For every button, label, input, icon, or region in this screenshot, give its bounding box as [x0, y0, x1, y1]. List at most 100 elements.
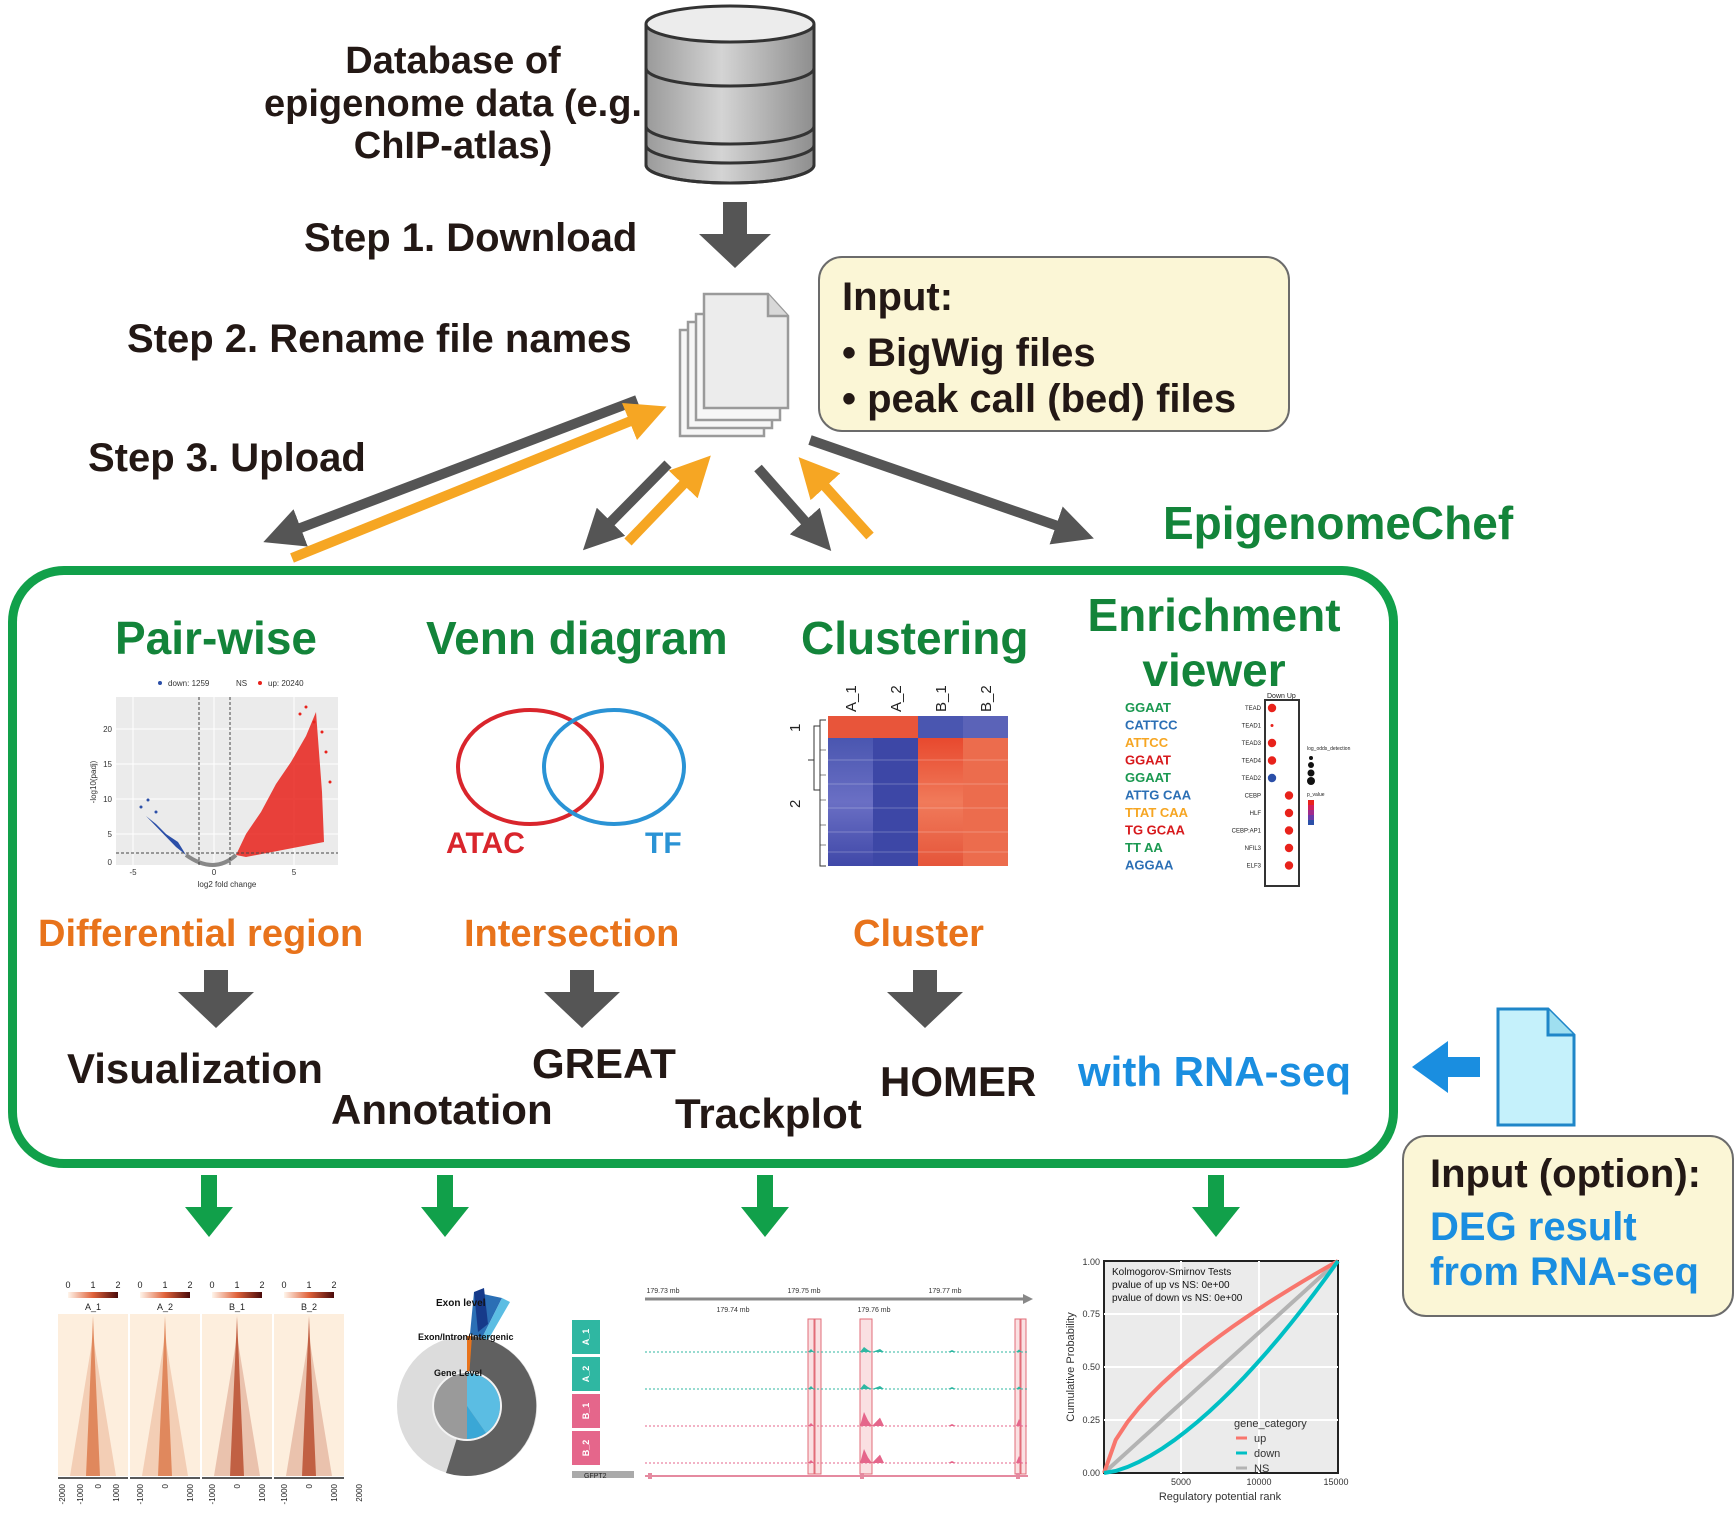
input-box: Input: • BigWig files • peak call (bed) … — [818, 256, 1290, 432]
output-great: GREAT — [532, 1040, 676, 1087]
ks-xtick-5000: 5000 — [1171, 1477, 1191, 1487]
ks-xlabel: Regulatory potential rank — [1159, 1491, 1282, 1503]
venn-label-tf: TF — [645, 827, 682, 860]
heatmap-sample-label: A_1 — [85, 1302, 101, 1312]
enrichment-dot — [1284, 791, 1294, 800]
volcano-plot-thumbnail: down: 1259 NS up: 20240 0 5 10 15 20 -5 … — [89, 679, 338, 889]
track-coord-4: 179.76 mb — [857, 1307, 890, 1314]
volcano-ylabel: -log10(padj) — [89, 760, 98, 803]
enrichment-dot — [1270, 724, 1274, 727]
track-label: A_2 — [581, 1366, 591, 1383]
ks-ytick-2: 0.50 — [1082, 1362, 1100, 1372]
heatmap-col-label-b2: B_2 — [978, 685, 995, 712]
motif-label: HLF — [1250, 811, 1262, 817]
track-label: B_1 — [581, 1403, 591, 1420]
heatmap-xtick: -1000 — [136, 1483, 145, 1504]
module-title-enrichment: Enrichment viewer — [1087, 589, 1341, 697]
step-3-label: Step 3. Upload — [88, 436, 366, 480]
volcano-ytick-5: 5 — [108, 830, 113, 839]
motif-label: CEBP — [1245, 794, 1261, 800]
download-arrow — [699, 202, 771, 268]
heatmap-xtick: 0 — [233, 1483, 242, 1488]
heatmap-scale — [284, 1292, 334, 1298]
track-coord-1: 179.73 mb — [646, 1288, 679, 1295]
ks-ytick-0: 0.00 — [1082, 1468, 1100, 1478]
motif-label: ELF3 — [1247, 864, 1262, 870]
track-coord-3: 179.75 mb — [787, 1288, 820, 1295]
module-title-venn: Venn diagram — [426, 612, 728, 664]
ks-xtick-15000: 15000 — [1323, 1477, 1348, 1487]
heatmap-scale-tick: 1 — [234, 1280, 239, 1290]
pie-label-exon-intron: Exon/Intron/Intergenic — [418, 1332, 514, 1342]
motif-logo: GGAAT — [1125, 753, 1171, 768]
heatmap-col-label-a2: A_2 — [888, 685, 905, 712]
volcano-xtick-5: 5 — [292, 868, 297, 877]
heatmap-scale-tick: 2 — [115, 1280, 120, 1290]
module-title-clustering: Clustering — [801, 612, 1029, 664]
track-signal — [645, 1449, 1028, 1463]
optional-input-text: DEG result from RNA-seq — [1430, 1205, 1699, 1294]
ks-xtick-10000: 10000 — [1246, 1477, 1271, 1487]
epigenomechef-frame — [8, 566, 1398, 1168]
volcano-legend-down: down: 1259 — [168, 679, 210, 688]
pie-label-gene-level: Gene Level — [434, 1368, 482, 1378]
volcano-ytick-10: 10 — [103, 795, 112, 804]
motif-label: TEAD — [1245, 706, 1262, 712]
heatmap-scale-tick: 0 — [137, 1280, 142, 1290]
output-homer: HOMER — [880, 1058, 1037, 1105]
motif-logo: ATTCC — [1125, 735, 1169, 750]
cluster-heatmap-thumbnail: 1 2 A_1 A_2 B_1 B_2 — [787, 685, 1008, 867]
track-coord-5: 179.77 mb — [928, 1288, 961, 1295]
deg-input-arrow-and-file — [1412, 1007, 1576, 1127]
result-label-differential: Differential region — [38, 913, 364, 955]
input-item-bed: • peak call (bed) files — [842, 377, 1237, 421]
enrichment-dot — [1267, 773, 1277, 783]
file-stack-icon — [678, 292, 790, 438]
arrow-cluster-down — [887, 970, 963, 1028]
enrichment-dot — [1267, 738, 1277, 748]
heatmap-xtick: 1000 — [330, 1483, 339, 1501]
heatmap-col-label-b1: B_1 — [933, 685, 950, 712]
heatmap-xtick: 0 — [305, 1483, 314, 1488]
motif-logo: TTAT CAA — [1125, 805, 1189, 820]
motif-logo: AGGAA — [1125, 858, 1174, 873]
heatmap-xtick: 0 — [94, 1483, 103, 1488]
track-signal — [645, 1347, 1028, 1352]
heatmap-scale-tick: 1 — [306, 1280, 311, 1290]
motif-logo: TG GCAA — [1125, 823, 1186, 838]
input-box-title: Input: — [842, 275, 954, 319]
ks-legend-title: gene_category — [1234, 1418, 1307, 1430]
input-item-bed-label: peak call (bed) files — [867, 377, 1237, 421]
track-label-box — [572, 1431, 600, 1465]
step-1-label: Step 1. Download — [304, 216, 638, 260]
arrow-intersection-down — [544, 970, 620, 1028]
track-signal — [645, 1412, 1028, 1426]
heatmap-xtick: 1000 — [186, 1483, 195, 1501]
track-label-box — [572, 1394, 600, 1428]
track-label: B_2 — [581, 1440, 591, 1457]
heatmap-sample-label: A_2 — [157, 1302, 173, 1312]
enrichment-dot — [1284, 861, 1294, 870]
volcano-ytick-15: 15 — [103, 760, 112, 769]
volcano-ytick-0: 0 — [108, 858, 113, 867]
upload-download-arrows — [263, 395, 1094, 563]
heatmap-scale-tick: 2 — [331, 1280, 336, 1290]
ks-cumulative-plot: Kolmogorov-Smirnov Tests pvalue of up vs… — [1065, 1257, 1349, 1503]
ks-ylabel: Cumulative Probability — [1065, 1312, 1077, 1422]
volcano-ytick-20: 20 — [103, 725, 112, 734]
ks-line1: pvalue of up vs NS: 0e+00 — [1112, 1280, 1230, 1291]
input-item-bigwig: • BigWig files — [842, 331, 1096, 375]
track-coord-2: 179.74 mb — [716, 1307, 749, 1314]
heatmap-scale — [212, 1292, 262, 1298]
heatmap-scale-tick: 1 — [162, 1280, 167, 1290]
ks-legend-down: down — [1254, 1448, 1280, 1460]
cluster-row-1: 1 — [787, 724, 804, 732]
enrichment-dot — [1284, 826, 1294, 835]
database-icon — [644, 4, 816, 185]
heatmap-scale-tick: 2 — [259, 1280, 264, 1290]
motif-logo: CATTCC — [1125, 718, 1178, 733]
output-visualization: Visualization — [67, 1045, 323, 1092]
ks-legend-ns: NS — [1254, 1463, 1269, 1475]
trackplot-thumbnail: 179.73 mb 179.75 mb 179.77 mb 179.74 mb … — [572, 1288, 1033, 1480]
